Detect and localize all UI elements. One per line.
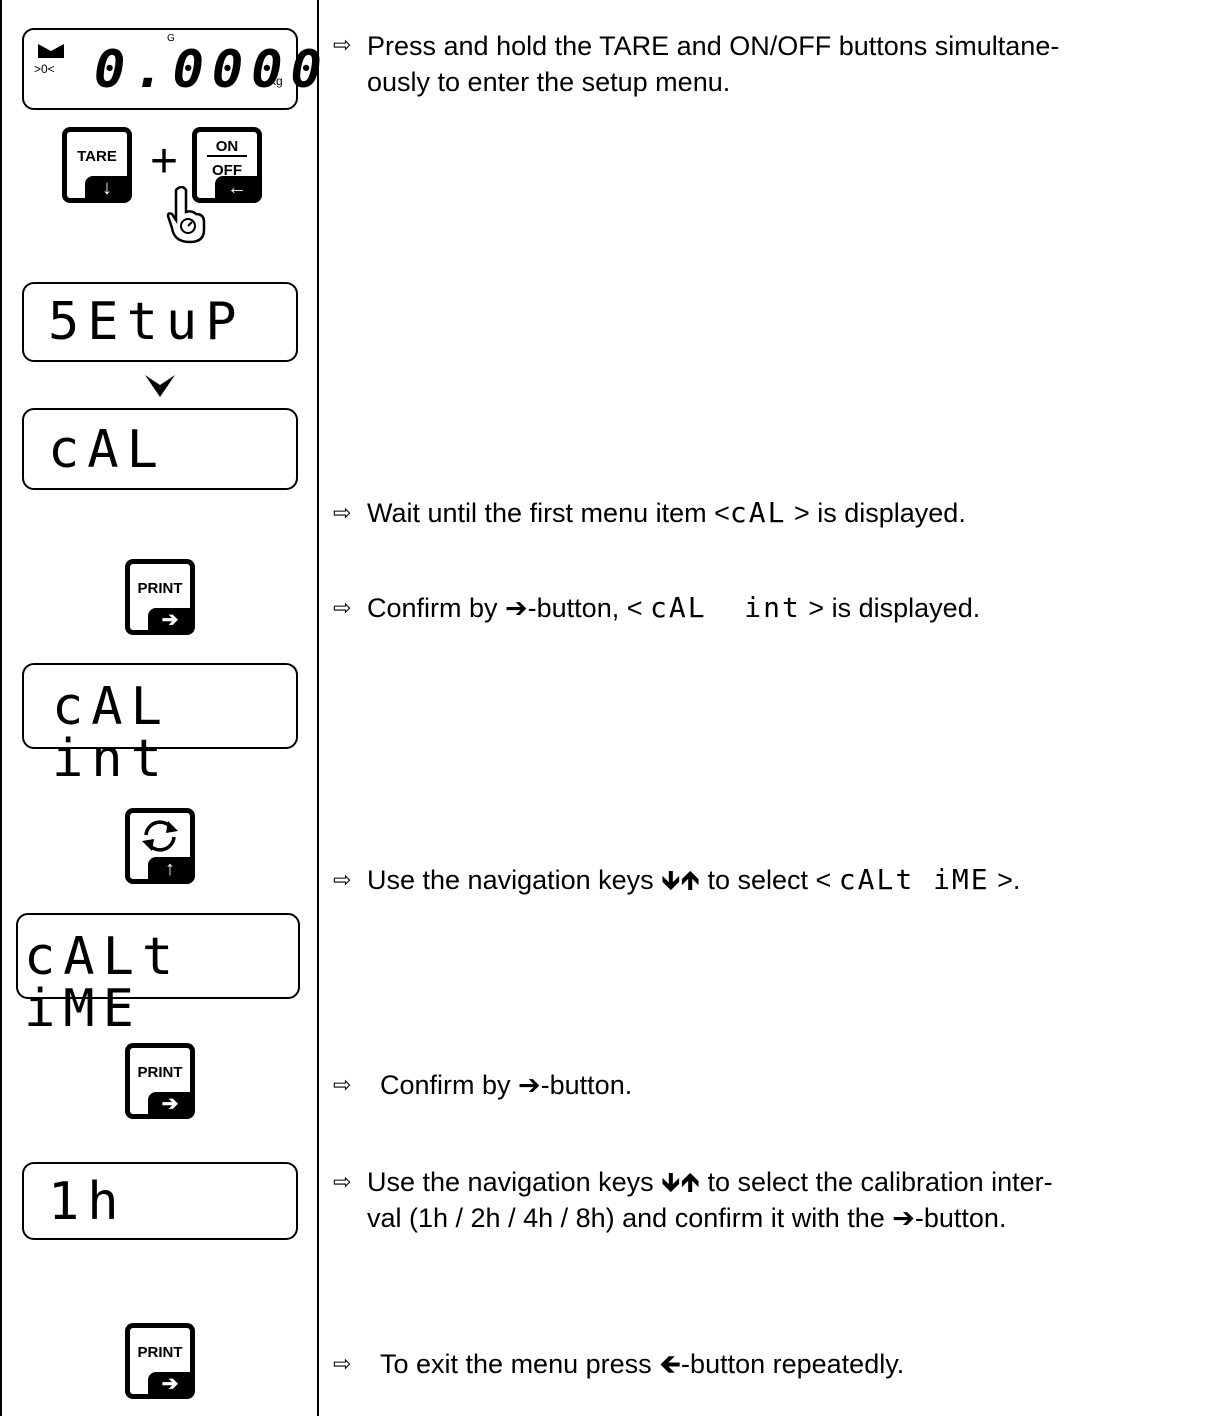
- print-key-3[interactable]: PRINT ➔: [125, 1323, 195, 1399]
- print-key-label: PRINT: [137, 1344, 183, 1361]
- interval-display: 1h: [22, 1162, 298, 1240]
- step-6-bullet: ⇨: [333, 1169, 352, 1194]
- left-arrow-icon: ←: [215, 176, 259, 200]
- print-key-2[interactable]: PRINT ➔: [125, 1043, 195, 1119]
- stable-icon: [38, 44, 64, 58]
- step-3-part-a: Confirm by ➔-button, <: [367, 593, 650, 623]
- left-border: [0, 0, 2, 1416]
- g-indicator: G: [167, 33, 175, 44]
- setup-display: 5EtuP: [22, 282, 298, 362]
- on-label: ON: [207, 138, 247, 157]
- step-6-line-2: val (1h / 2h / 4h / 8h) and confirm it w…: [367, 1203, 1007, 1233]
- step-1-line-1: Press and hold the TARE and ON/OFF butto…: [367, 31, 1060, 61]
- right-arrow-icon: ➔: [148, 1092, 192, 1116]
- chevron-down-icon: [145, 375, 175, 397]
- off-label: OFF: [212, 162, 242, 179]
- unit-label: kg: [270, 74, 283, 88]
- step-3-text: Confirm by ➔-button, < cAL int > is disp…: [367, 590, 980, 626]
- print-key-label: PRINT: [137, 1064, 183, 1081]
- nav-arrows-icon: 🡻🡹: [661, 865, 700, 895]
- weight-display: >0< G 0.0000 kg: [22, 28, 322, 110]
- step-2-segment: cAL: [729, 496, 787, 529]
- cal-text: cAL: [48, 420, 166, 480]
- down-arrow-icon: ↓: [85, 176, 129, 200]
- step-2-part-a: Wait until the first menu item <: [367, 498, 730, 528]
- press-hand-icon: [166, 186, 206, 244]
- step-4-part-b: to select <: [699, 865, 839, 895]
- on-off-key[interactable]: ON OFF ←: [192, 127, 262, 203]
- up-arrow-icon: ↑: [148, 857, 192, 881]
- step-7-text: To exit the menu press 🡸-button repeated…: [380, 1349, 905, 1379]
- column-divider: [317, 0, 319, 1416]
- cal-display: cAL: [22, 408, 298, 490]
- step-5-text: Confirm by ➔-button.: [380, 1070, 633, 1100]
- step-3-segment: cAL int: [650, 591, 801, 624]
- step-2-part-b: > is displayed.: [786, 498, 966, 528]
- right-arrow-icon: ➔: [148, 1372, 192, 1396]
- refresh-icon: [142, 820, 178, 852]
- step-4-text: Use the navigation keys 🡻🡹 to select < c…: [367, 862, 1020, 898]
- step-3-part-b: > is displayed.: [800, 593, 981, 623]
- cal-time-text: cALt iME: [24, 927, 182, 1039]
- step-4-segment: cALt iME: [838, 863, 990, 896]
- step-2-text: Wait until the first menu item <cAL > is…: [367, 495, 966, 531]
- cal-int-text: cAL int: [52, 677, 170, 789]
- step-3-bullet: ⇨: [333, 595, 352, 620]
- navigation-key[interactable]: ↑: [125, 808, 195, 884]
- plus-sign: +: [150, 135, 179, 188]
- tare-key-label: TARE: [77, 148, 117, 165]
- step-4-bullet: ⇨: [333, 867, 352, 892]
- interval-text: 1h: [48, 1172, 127, 1232]
- print-key-label: PRINT: [137, 580, 183, 597]
- weight-value: 0.0000: [94, 40, 330, 100]
- setup-text: 5EtuP: [48, 292, 245, 352]
- right-arrow-icon: ➔: [148, 608, 192, 632]
- step-1-bullet: ⇨: [333, 32, 352, 57]
- step-2-bullet: ⇨: [333, 500, 352, 525]
- step-1-line-2: ously to enter the setup menu.: [367, 67, 731, 97]
- cal-time-display: cALt iME: [16, 913, 300, 1035]
- step-6-line-1: Use the navigation keys 🡻🡹 to select the…: [367, 1167, 1053, 1197]
- step-5-bullet: ⇨: [333, 1072, 352, 1097]
- step-7-bullet: ⇨: [333, 1351, 352, 1376]
- print-key-1[interactable]: PRINT ➔: [125, 559, 195, 635]
- step-4-part-c: >.: [989, 865, 1021, 895]
- zero-indicator: >0<: [34, 62, 55, 76]
- tare-key[interactable]: TARE ↓: [62, 127, 132, 203]
- step-4-part-a: Use the navigation keys: [367, 865, 662, 895]
- cal-int-display: cAL int: [22, 663, 298, 785]
